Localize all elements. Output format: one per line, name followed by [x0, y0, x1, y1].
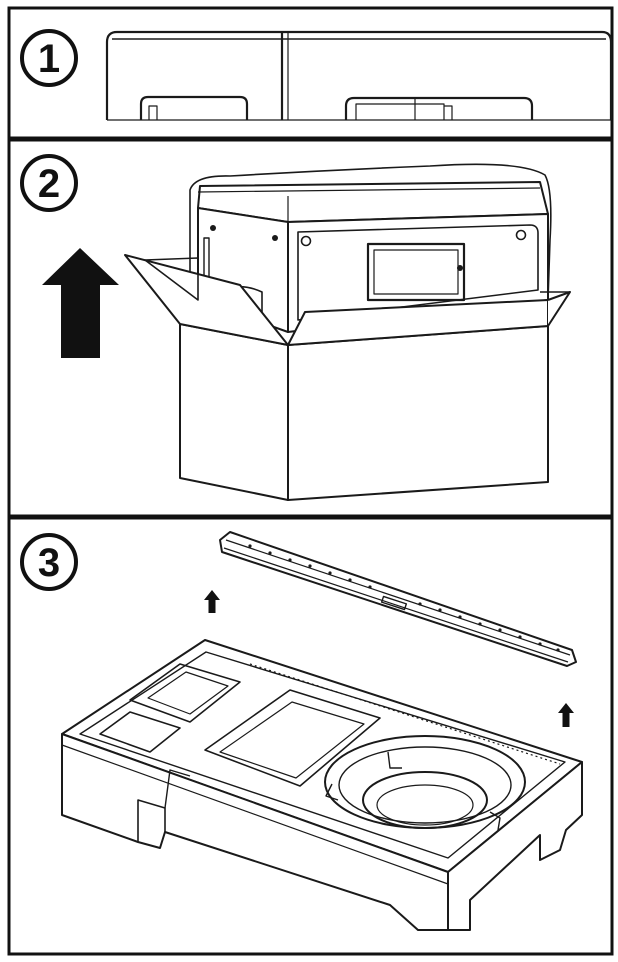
protective-bag — [189, 163, 552, 336]
tray-round-recess-floor — [376, 784, 474, 826]
step-3-panel: 3 — [7, 516, 614, 956]
rail-body — [219, 531, 577, 667]
tray-round-recess-mid — [338, 746, 512, 824]
control-knob — [457, 265, 463, 271]
step-2-number: 2 — [38, 162, 60, 206]
tray-back-ribs — [249, 663, 561, 765]
appliance-front-frame — [297, 224, 539, 321]
step-1-number: 1 — [38, 37, 60, 81]
box-back-flap — [144, 257, 199, 301]
top-cover-outline — [105, 30, 613, 120]
top-cover-right-notch — [344, 96, 534, 120]
mounting-rail — [219, 531, 577, 667]
lift-up-arrow-icon — [42, 248, 119, 358]
rail-edge-top — [225, 539, 571, 656]
appliance-in-box — [124, 163, 571, 501]
rail-slot — [380, 595, 408, 611]
step-1-circle — [20, 29, 78, 87]
step-3-border — [7, 516, 614, 956]
tray-front-slant — [164, 769, 191, 809]
top-cover-left-notch — [139, 95, 249, 120]
packaging-top-cover — [105, 30, 613, 121]
tray-round-recess-inner — [362, 771, 488, 829]
front-screw-right — [515, 229, 527, 241]
tray-center-channel — [204, 689, 381, 787]
appliance-top-edge — [197, 187, 541, 193]
step-2-border — [7, 138, 614, 518]
tray-inner-rim — [79, 651, 566, 859]
step-3-badge: 3 — [20, 533, 78, 591]
rail-holes — [248, 544, 560, 652]
tray-recess-tab-left — [325, 783, 339, 801]
box-right-flap — [547, 291, 571, 327]
tray-front-top-edge — [61, 744, 449, 885]
box-front — [179, 323, 289, 501]
step-2-badge: 2 — [20, 154, 78, 212]
tray-recess-tab-right — [489, 811, 501, 831]
step-3-number: 3 — [38, 541, 60, 585]
tray-center-channel-inner — [219, 701, 365, 779]
top-cover-right-notch-inner — [355, 103, 453, 120]
step-2-panel: 2 — [7, 138, 614, 518]
foam-base-tray — [61, 639, 583, 931]
lift-up-arrow-small-left-icon — [204, 590, 220, 613]
step-2-circle — [20, 154, 78, 212]
tray-recess-tab-back — [387, 751, 402, 769]
control-display — [366, 242, 466, 302]
control-display-screen — [373, 249, 459, 295]
tray-front-pocket — [99, 711, 181, 753]
rail-edge-bottom — [223, 547, 569, 663]
step-1-panel: 1 — [7, 6, 614, 140]
step-3-circle — [20, 533, 78, 591]
step-1-badge: 1 — [20, 29, 78, 87]
box-right — [287, 325, 549, 501]
top-cover-left-notch-inner — [148, 105, 158, 120]
lift-up-arrow-small-right-icon — [558, 703, 574, 727]
tray-left-compartment — [129, 663, 241, 723]
tray-front-left-notch — [137, 799, 166, 842]
side-screw — [272, 235, 278, 241]
tray-left-compartment-inner — [147, 671, 229, 715]
side-screw-2 — [210, 225, 216, 231]
step-1-border — [7, 6, 614, 140]
tray-right-face — [447, 761, 583, 931]
front-screw-left — [300, 235, 312, 247]
